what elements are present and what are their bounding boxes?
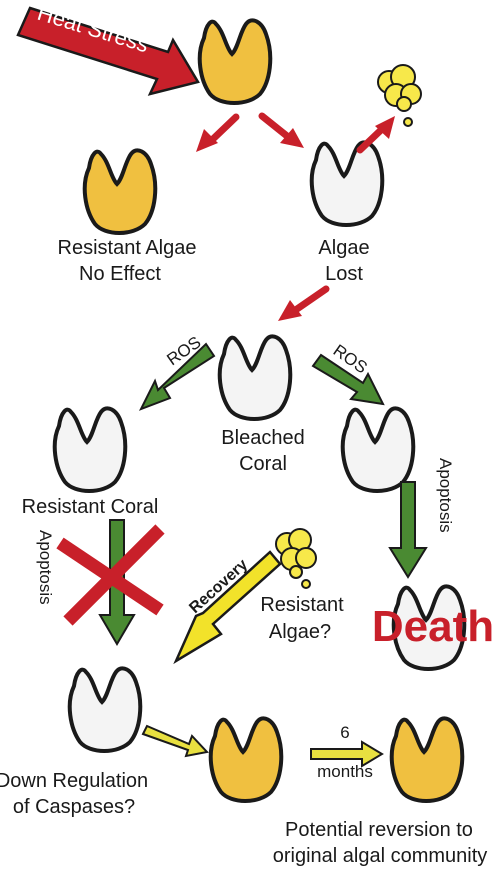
red-arrow-right — [258, 112, 304, 148]
yellow-arrow-to-recovered — [141, 724, 209, 758]
resistant-algae-label-2: No Effect — [79, 263, 161, 285]
green-arrow-ros-right — [311, 353, 385, 406]
reversion-label-1: Potential reversion to — [285, 819, 473, 841]
apoptosis-right-label: Apoptosis — [436, 458, 455, 533]
resistant-coral-label: Resistant Coral — [22, 496, 159, 518]
resistant-algae-label-1: Resistant Algae — [58, 237, 197, 259]
coral-recovered-2 — [389, 716, 465, 803]
coral-bleached — [217, 334, 293, 421]
resistant-algae-q-label-1: Resistant — [260, 594, 344, 616]
yellow-arrow-six-months — [310, 740, 384, 768]
death-label: Death — [372, 602, 494, 651]
down-regulation-label-2: of Caspases? — [13, 796, 135, 818]
resistant-algae-q-label-2: Algae? — [269, 621, 331, 643]
bleached-label-2: Coral — [239, 453, 287, 475]
green-arrow-apoptosis-right — [388, 481, 428, 579]
six-label: 6 — [340, 723, 349, 742]
coral-down-regulation — [67, 666, 143, 753]
coral-resistant — [52, 406, 128, 493]
coral-algae-lost — [309, 140, 385, 227]
coral-recovered-1 — [208, 716, 284, 803]
coral-apoptosis-right — [340, 406, 416, 493]
algae-lost-label-2: Lost — [325, 263, 363, 285]
heat-stress-arrow: Heat Stress — [16, 0, 200, 96]
months-label: months — [317, 762, 373, 781]
reversion-label-2: original algal community — [273, 845, 488, 867]
down-regulation-label-1: Down Regulation — [0, 770, 148, 792]
bleached-label-1: Bleached — [221, 427, 304, 449]
coral-resistant-algae — [82, 148, 158, 235]
algae-lost-label-1: Algae — [318, 237, 369, 259]
algae-bubbles-top — [377, 64, 422, 127]
green-arrow-ros-left — [138, 342, 216, 411]
coral-top-yellow — [197, 18, 273, 105]
apoptosis-left-label: Apoptosis — [36, 530, 55, 605]
algae-bubbles-recovery — [275, 528, 317, 589]
red-arrow-left — [196, 113, 240, 152]
red-arrow-bubbles — [356, 116, 395, 154]
red-x-blocked — [56, 524, 165, 626]
red-arrow-to-bleached — [278, 285, 330, 321]
